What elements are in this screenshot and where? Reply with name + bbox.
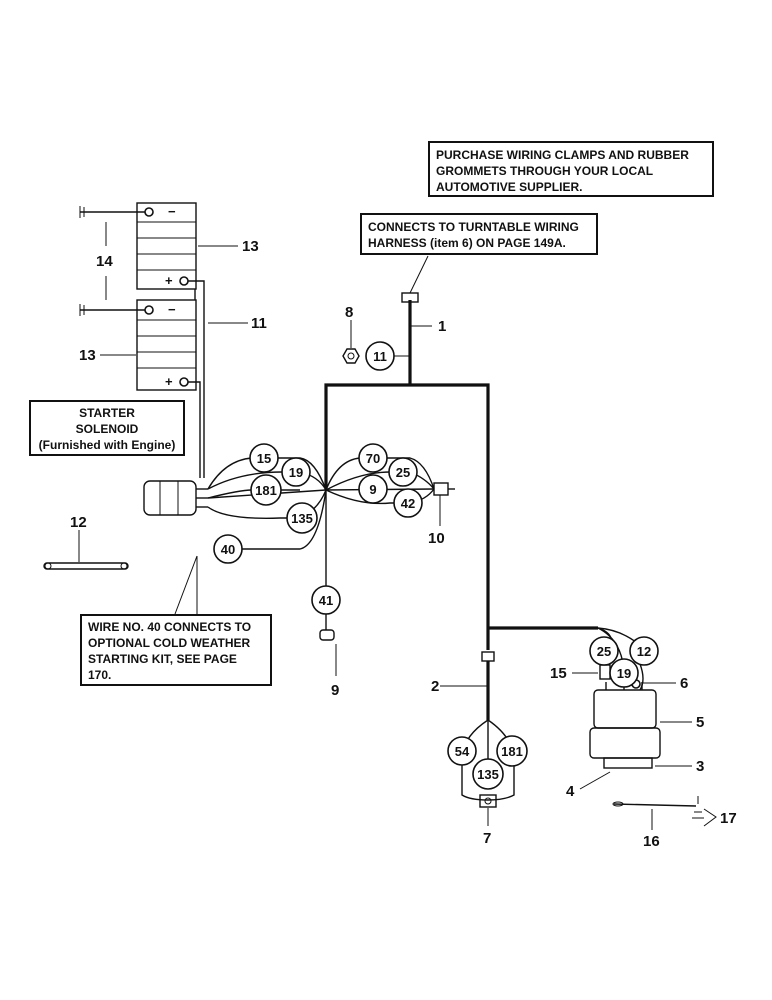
- wire-circle-19: 19: [281, 457, 311, 487]
- note-turntable-harness: CONNECTS TO TURNTABLE WIRING HARNESS (it…: [360, 213, 598, 255]
- svg-text:12: 12: [637, 644, 651, 659]
- svg-text:54: 54: [455, 744, 470, 759]
- ground-wire-16: [612, 796, 717, 827]
- svg-text:181: 181: [255, 483, 277, 498]
- wire-circle-25: 25: [388, 457, 418, 487]
- callout-7: 7: [483, 830, 491, 847]
- wire-circle-181: 181: [250, 474, 282, 506]
- svg-text:25: 25: [396, 465, 410, 480]
- note-starter-solenoid: STARTER SOLENOID (Furnished with Engine): [29, 400, 185, 456]
- callout-15: 15: [550, 665, 567, 682]
- svg-text:9: 9: [369, 482, 376, 497]
- wire-circle-70: 70: [358, 443, 388, 473]
- main-harness: [324, 292, 598, 720]
- svg-text:19: 19: [289, 465, 303, 480]
- callout-8: 8: [345, 304, 353, 321]
- callout-14: 14: [96, 253, 113, 270]
- callout-2: 2: [431, 678, 439, 695]
- callout-11: 11: [251, 315, 267, 332]
- callout-13-upper: 13: [242, 238, 259, 255]
- callout-3: 3: [696, 758, 704, 775]
- battery-terminal-positive: [179, 377, 189, 387]
- callout-13-lower: 13: [79, 347, 96, 364]
- starter-solenoid: [143, 480, 208, 516]
- connector-9: [319, 614, 337, 676]
- callout-17: 17: [720, 810, 737, 827]
- ground-straps: [79, 206, 145, 316]
- battery-cables: [188, 280, 205, 478]
- callout-16: 16: [643, 833, 660, 850]
- svg-text:19: 19: [617, 666, 631, 681]
- svg-text:135: 135: [477, 767, 499, 782]
- wire-circle-25-relay: 25: [589, 636, 619, 666]
- battery-minus-label: −: [168, 302, 176, 317]
- wire-circle-135: 135: [286, 502, 318, 534]
- svg-text:11: 11: [373, 349, 387, 364]
- svg-text:42: 42: [401, 496, 415, 511]
- battery-lower: − +: [136, 299, 197, 391]
- svg-text:15: 15: [257, 451, 271, 466]
- svg-text:70: 70: [366, 451, 380, 466]
- wire-circle-19-relay: 19: [609, 658, 639, 688]
- cable-part-12: [43, 562, 129, 570]
- battery-terminal-negative: [144, 207, 154, 217]
- wire-circle-42: 42: [393, 488, 423, 518]
- battery-plus-label: +: [165, 374, 173, 389]
- wire-circle-40: 40: [213, 534, 243, 564]
- battery-upper: − +: [136, 202, 197, 290]
- callout-6: 6: [680, 675, 688, 692]
- note-wire-40: WIRE NO. 40 CONNECTS TO OPTIONAL COLD WE…: [80, 614, 272, 686]
- svg-text:40: 40: [221, 542, 235, 557]
- battery-plus-label: +: [165, 273, 173, 288]
- svg-text:181: 181: [501, 744, 523, 759]
- callout-10: 10: [428, 530, 445, 547]
- callout-9: 9: [331, 682, 339, 699]
- wire-circle-181-lower: 181: [496, 735, 528, 767]
- battery-terminal-positive: [179, 276, 189, 286]
- battery-minus-label: −: [168, 204, 176, 219]
- callout-12: 12: [70, 514, 87, 531]
- wire-circle-9: 9: [358, 474, 388, 504]
- wire-circle-135-lower: 135: [472, 758, 504, 790]
- wire-circle-41: 41: [311, 585, 341, 615]
- wire-circle-11: 11: [365, 341, 395, 371]
- note-wiring-clamps: PURCHASE WIRING CLAMPS AND RUBBER GROMME…: [428, 141, 714, 197]
- lower-harness: [440, 685, 515, 826]
- svg-text:25: 25: [597, 644, 611, 659]
- svg-text:41: 41: [319, 593, 333, 608]
- battery-terminal-negative: [144, 305, 154, 315]
- wire-circle-12: 12: [629, 636, 659, 666]
- callout-4: 4: [566, 783, 575, 800]
- wire-circle-15: 15: [249, 443, 279, 473]
- callout-5: 5: [696, 714, 704, 731]
- hex-nut: [342, 348, 360, 364]
- callout-1: 1: [438, 318, 446, 335]
- wire-circle-54: 54: [447, 736, 477, 766]
- svg-text:135: 135: [291, 511, 313, 526]
